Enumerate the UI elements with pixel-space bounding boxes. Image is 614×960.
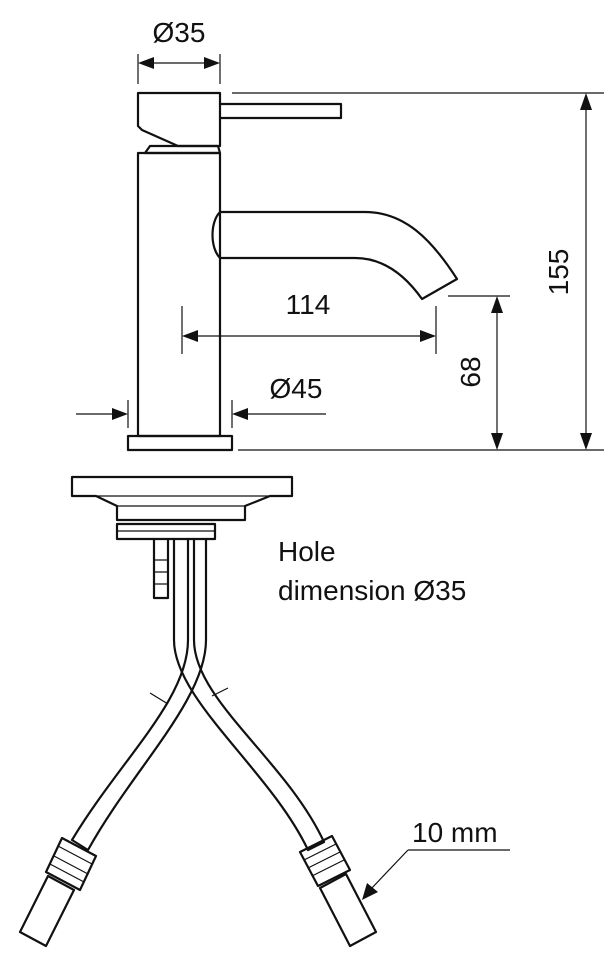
base-plate: [126, 434, 234, 452]
mounting-plate: [70, 475, 294, 522]
main-column: [136, 151, 222, 438]
hoses: [18, 537, 378, 948]
hole-note-line1: Hole: [278, 536, 336, 567]
base-diameter-label: Ø45: [270, 373, 323, 404]
dimension-lines: [76, 54, 604, 900]
mounting-hardware: [70, 475, 294, 600]
connector-left: [18, 836, 98, 948]
hole-note-line2: dimension Ø35: [278, 575, 466, 606]
connector-right: [298, 834, 378, 948]
lever-cap: [136, 91, 222, 148]
faucet-body: [126, 91, 459, 452]
threaded-rod: [152, 537, 170, 600]
spout-reach-label: 114: [286, 289, 331, 320]
lever-arm: [218, 102, 343, 120]
clamp-washer: [115, 522, 217, 541]
hose-left: [70, 537, 208, 852]
spout-joint: [211, 210, 222, 260]
total-height-label: 155: [543, 249, 574, 296]
top-diameter-label: Ø35: [153, 17, 206, 48]
hose-right: [172, 537, 326, 852]
spout: [218, 210, 459, 301]
hose-size-label: 10 mm: [412, 817, 498, 848]
spout-height-label: 68: [455, 356, 486, 387]
